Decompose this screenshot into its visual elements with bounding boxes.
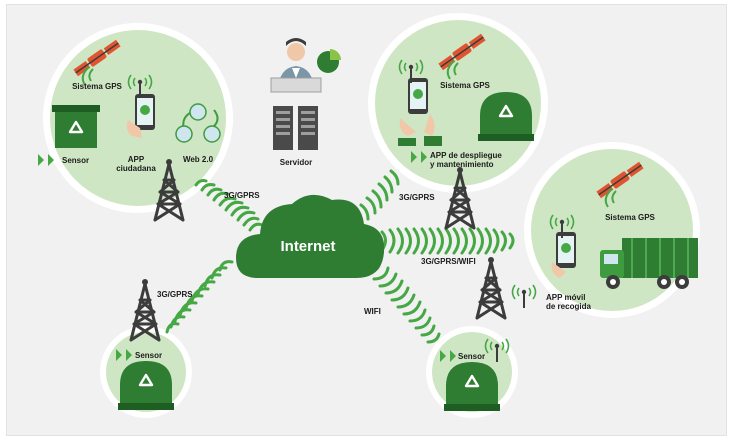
waves-right [372, 227, 515, 255]
link-top-left-label: 3G/GPRS [224, 191, 260, 200]
maintenance-phone-icon [398, 78, 442, 146]
citizen-phone-icon [126, 94, 155, 138]
citizen-app-label-2: ciudadana [116, 164, 156, 173]
admin-person-icon [270, 38, 322, 93]
server-rack-icon [273, 106, 318, 150]
link-bottom-right-label: WIFI [364, 307, 381, 316]
citizen-sensor-label: Sensor [62, 156, 89, 165]
truck-gps-label: Sistema GPS [605, 213, 655, 222]
pie-chart-icon [317, 49, 341, 73]
maintenance-bin-icon [476, 90, 536, 143]
sensor-right-bin-icon [442, 360, 502, 413]
server-label: Servidor [280, 158, 312, 167]
waves-bottom-right [366, 260, 441, 344]
maintenance-gps-label: Sistema GPS [440, 81, 490, 90]
internet-label: Internet [280, 238, 335, 255]
citizen-gps-label: Sistema GPS [72, 82, 122, 91]
sensor-left-label: Sensor [135, 351, 162, 360]
truck-antenna-icon [511, 284, 537, 309]
link-right-label: 3G/GPRS/WIFI [421, 257, 476, 266]
internet-cloud: Internet [236, 194, 385, 278]
truck-cluster [524, 142, 700, 318]
truck-tower-icon [475, 255, 507, 320]
web-network-icon [175, 103, 221, 143]
citizen-bin-icon [52, 105, 100, 148]
citizen-app-label-1: APP [128, 155, 145, 164]
maintenance-app-label-1: APP de despliegue [430, 151, 502, 160]
waves-top-left [194, 179, 264, 232]
maintenance-app-label-2: y mantenimiento [430, 160, 494, 169]
truck-app-label-2: de recogida [546, 302, 591, 311]
truck-phone-icon [551, 232, 576, 278]
server-group: Servidor [270, 38, 341, 167]
maintenance-cluster [368, 13, 548, 193]
truck-app-label-1: APP móvil [546, 293, 585, 302]
garbage-truck-icon [600, 238, 698, 289]
web-label: Web 2.0 [183, 155, 214, 164]
link-bottom-left-label: 3G/GPRS [157, 290, 193, 299]
waves-bottom-left [165, 260, 234, 334]
sensor-right-label: Sensor [458, 352, 485, 361]
sensor-left-bin-icon [116, 359, 176, 412]
link-top-right-label: 3G/GPRS [399, 193, 435, 202]
